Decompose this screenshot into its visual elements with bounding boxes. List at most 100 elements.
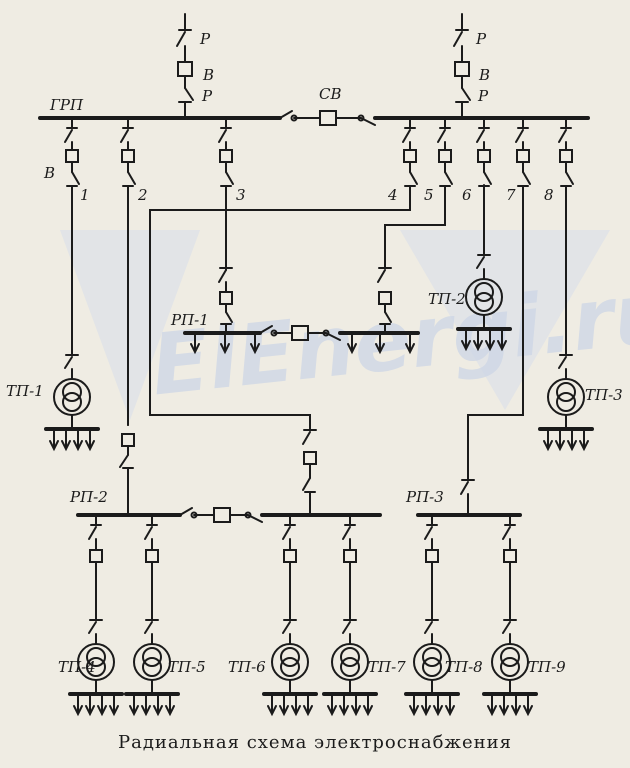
disconnector-blade bbox=[377, 269, 386, 283]
label-feeder-2: 2 bbox=[137, 186, 148, 204]
tp-9-winding-lv bbox=[500, 657, 520, 677]
label-tp-6: ТП-6 bbox=[228, 658, 266, 676]
tp-5-arrow bbox=[165, 705, 175, 717]
tp-9-input-blade bbox=[502, 621, 511, 634]
disconnector-blade bbox=[522, 171, 531, 185]
tp-1-arrow bbox=[73, 440, 83, 452]
label-sv: СВ bbox=[319, 85, 342, 103]
tp-4-winding-lv bbox=[86, 657, 106, 677]
rp-1-section-switch-pivot bbox=[322, 329, 330, 337]
watermark: ElEnergi.ru bbox=[60, 230, 630, 420]
breaker-box bbox=[303, 451, 317, 465]
tp-6-arrow bbox=[303, 705, 313, 717]
disconnector-blade bbox=[119, 454, 129, 468]
tp-3-arrow bbox=[543, 440, 553, 452]
rp-1-arrow bbox=[405, 343, 415, 355]
disconnector-blade bbox=[476, 129, 485, 143]
breaker-box bbox=[503, 549, 517, 563]
tp-8-arrow bbox=[409, 705, 419, 717]
tp-6-winding-hv bbox=[280, 647, 300, 667]
tp-3-winding-hv bbox=[556, 382, 576, 402]
tp-9-arrow bbox=[523, 705, 533, 717]
feeder-4-route bbox=[149, 199, 411, 431]
labels: ГРП СВ Р В Р Р В Р В 1 2 3 4 5 6 7 8 РП-… bbox=[6, 30, 623, 676]
label-b-feeder: В bbox=[43, 164, 55, 182]
feeder-7-route bbox=[467, 199, 524, 481]
rp-1-section-switch-pivot bbox=[270, 329, 278, 337]
tp-5-enclosure bbox=[133, 643, 171, 681]
disconnector-blade bbox=[558, 129, 567, 143]
label-p-right-bottom: Р bbox=[477, 87, 489, 105]
label-b-left: В bbox=[202, 66, 214, 84]
tp-7-arrow bbox=[363, 705, 373, 717]
disconnector-blade bbox=[502, 526, 511, 540]
tp-8-arrow bbox=[433, 705, 443, 717]
feeder-5-route bbox=[384, 214, 446, 269]
breaker-box bbox=[121, 149, 135, 163]
breaker-box bbox=[516, 149, 530, 163]
tp-2-arrow bbox=[485, 340, 495, 352]
rp-2-section-switch-pivot bbox=[190, 511, 198, 519]
disconnector-blade bbox=[218, 269, 227, 283]
tp-3-arrow bbox=[579, 440, 589, 452]
tp-8-winding-hv bbox=[422, 647, 442, 667]
tp-9-enclosure bbox=[491, 643, 529, 681]
label-tp-5: ТП-5 bbox=[168, 658, 206, 676]
label-feeder-4: 4 bbox=[387, 186, 398, 204]
breaker-box bbox=[343, 549, 357, 563]
label-rp-2: РП-2 bbox=[69, 488, 108, 506]
tp-6-enclosure bbox=[271, 643, 309, 681]
tp-1-enclosure bbox=[53, 378, 91, 416]
tp-2-winding-lv bbox=[474, 292, 494, 312]
disconnector-blade bbox=[483, 171, 492, 185]
tp-5-winding-lv bbox=[142, 657, 162, 677]
tp-7-winding-lv bbox=[340, 657, 360, 677]
tp-4-arrow bbox=[109, 705, 119, 717]
label-feeder-5: 5 bbox=[424, 186, 434, 204]
disconnector-blade bbox=[409, 171, 418, 185]
diagram-caption: Радиальная схема электроснабжения bbox=[118, 732, 512, 753]
breaker-box bbox=[477, 149, 491, 163]
label-grp: ГРП bbox=[49, 96, 84, 114]
sv-section-switch-breaker bbox=[319, 110, 337, 126]
label-rp-3: РП-3 bbox=[405, 488, 444, 506]
breaker-box bbox=[145, 549, 159, 563]
disconnector-blade bbox=[342, 526, 351, 540]
label-tp-8: ТП-8 bbox=[445, 658, 483, 676]
tp-5-arrow bbox=[129, 705, 139, 717]
tp-9-arrow bbox=[487, 705, 497, 717]
rp-1-arrow bbox=[375, 343, 385, 355]
disconnector-blade bbox=[184, 87, 194, 101]
tp-1-winding-hv bbox=[62, 382, 82, 402]
incoming-breaker bbox=[177, 61, 193, 77]
disconnector-blade bbox=[282, 526, 291, 540]
tp-4-winding-hv bbox=[86, 647, 106, 667]
tp-3-arrow bbox=[567, 440, 577, 452]
tp-2-arrow bbox=[497, 340, 507, 352]
tp-1-input-blade bbox=[64, 356, 73, 369]
tp-7-enclosure bbox=[331, 643, 369, 681]
disconnector-blade bbox=[302, 477, 311, 491]
breaker-box bbox=[425, 549, 439, 563]
incoming-breaker bbox=[454, 61, 470, 77]
tp-8-arrow bbox=[421, 705, 431, 717]
rp-2-section-switch-breaker bbox=[213, 507, 231, 523]
disconnector-blade bbox=[120, 129, 129, 143]
tp-6-arrow bbox=[291, 705, 301, 717]
disconnector-blade bbox=[444, 171, 453, 185]
rp-1-arrow bbox=[220, 343, 230, 355]
breaker-box bbox=[403, 149, 417, 163]
disconnector-blade bbox=[302, 431, 311, 445]
tp-2-arrow bbox=[461, 340, 471, 352]
label-b-right: В bbox=[478, 66, 490, 84]
disconnector-blade bbox=[424, 526, 433, 540]
label-p-right-top: Р bbox=[475, 30, 487, 48]
tp-6-input-blade bbox=[282, 621, 291, 634]
tp-2-winding-hv bbox=[474, 282, 494, 302]
schematic bbox=[38, 13, 594, 717]
tp-1-winding-lv bbox=[62, 392, 82, 412]
rp-2-section-switch-pivot bbox=[244, 511, 252, 519]
rp-1-section-switch-blade-left bbox=[259, 325, 273, 334]
rp-1-arrow bbox=[250, 343, 260, 355]
